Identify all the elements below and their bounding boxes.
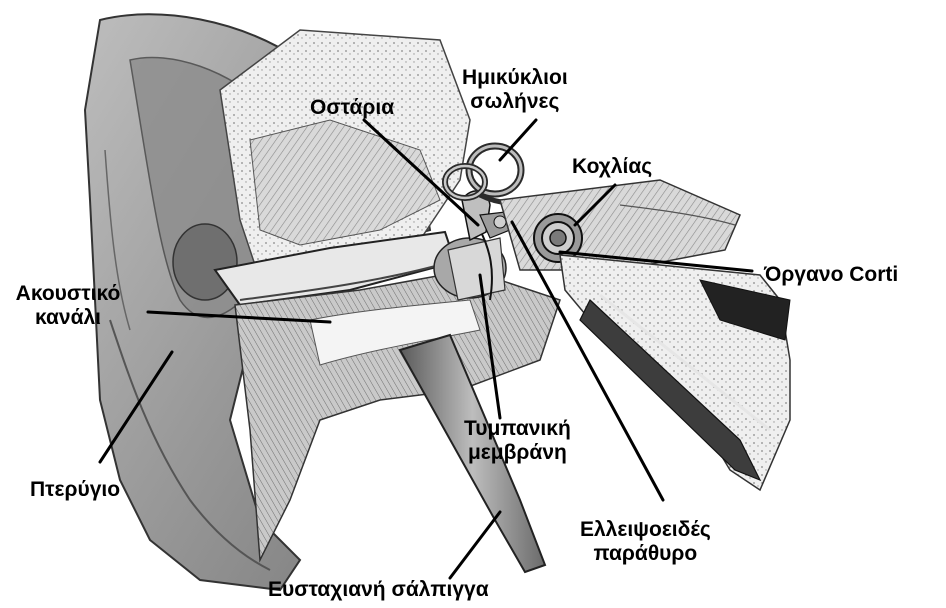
label-ear-canal-line2: κανάλι: [0, 306, 136, 330]
label-ear-canal: Ακουστικό κανάλι: [0, 282, 136, 330]
label-ossicles: Οστάρια: [310, 96, 394, 120]
label-semicircular-canals-line2: σωλήνες: [462, 90, 568, 114]
label-organ-of-corti: Όργανο Corti: [764, 263, 898, 287]
label-semicircular-canals: Ημικύκλιοι σωλήνες: [462, 66, 568, 114]
label-ear-canal-line1: Ακουστικό: [0, 282, 136, 306]
label-tympanic-membrane-line2: μεμβράνη: [464, 441, 571, 465]
label-oval-window-line2: παράθυρο: [580, 542, 711, 566]
label-oval-window-line1: Ελλειψοειδές: [580, 518, 711, 542]
label-oval-window: Ελλειψοειδές παράθυρο: [580, 518, 711, 566]
label-semicircular-canals-line1: Ημικύκλιοι: [462, 66, 568, 90]
pointer-eustachian-tube: [450, 512, 500, 578]
label-eustachian-tube: Ευσταχιανή σάλπιγγα: [268, 578, 489, 602]
label-pinna: Πτερύγιο: [30, 478, 120, 502]
label-tympanic-membrane: Τυμπανική μεμβράνη: [464, 417, 571, 465]
label-cochlea: Κοχλίας: [572, 155, 652, 179]
label-tympanic-membrane-line1: Τυμπανική: [464, 417, 571, 441]
